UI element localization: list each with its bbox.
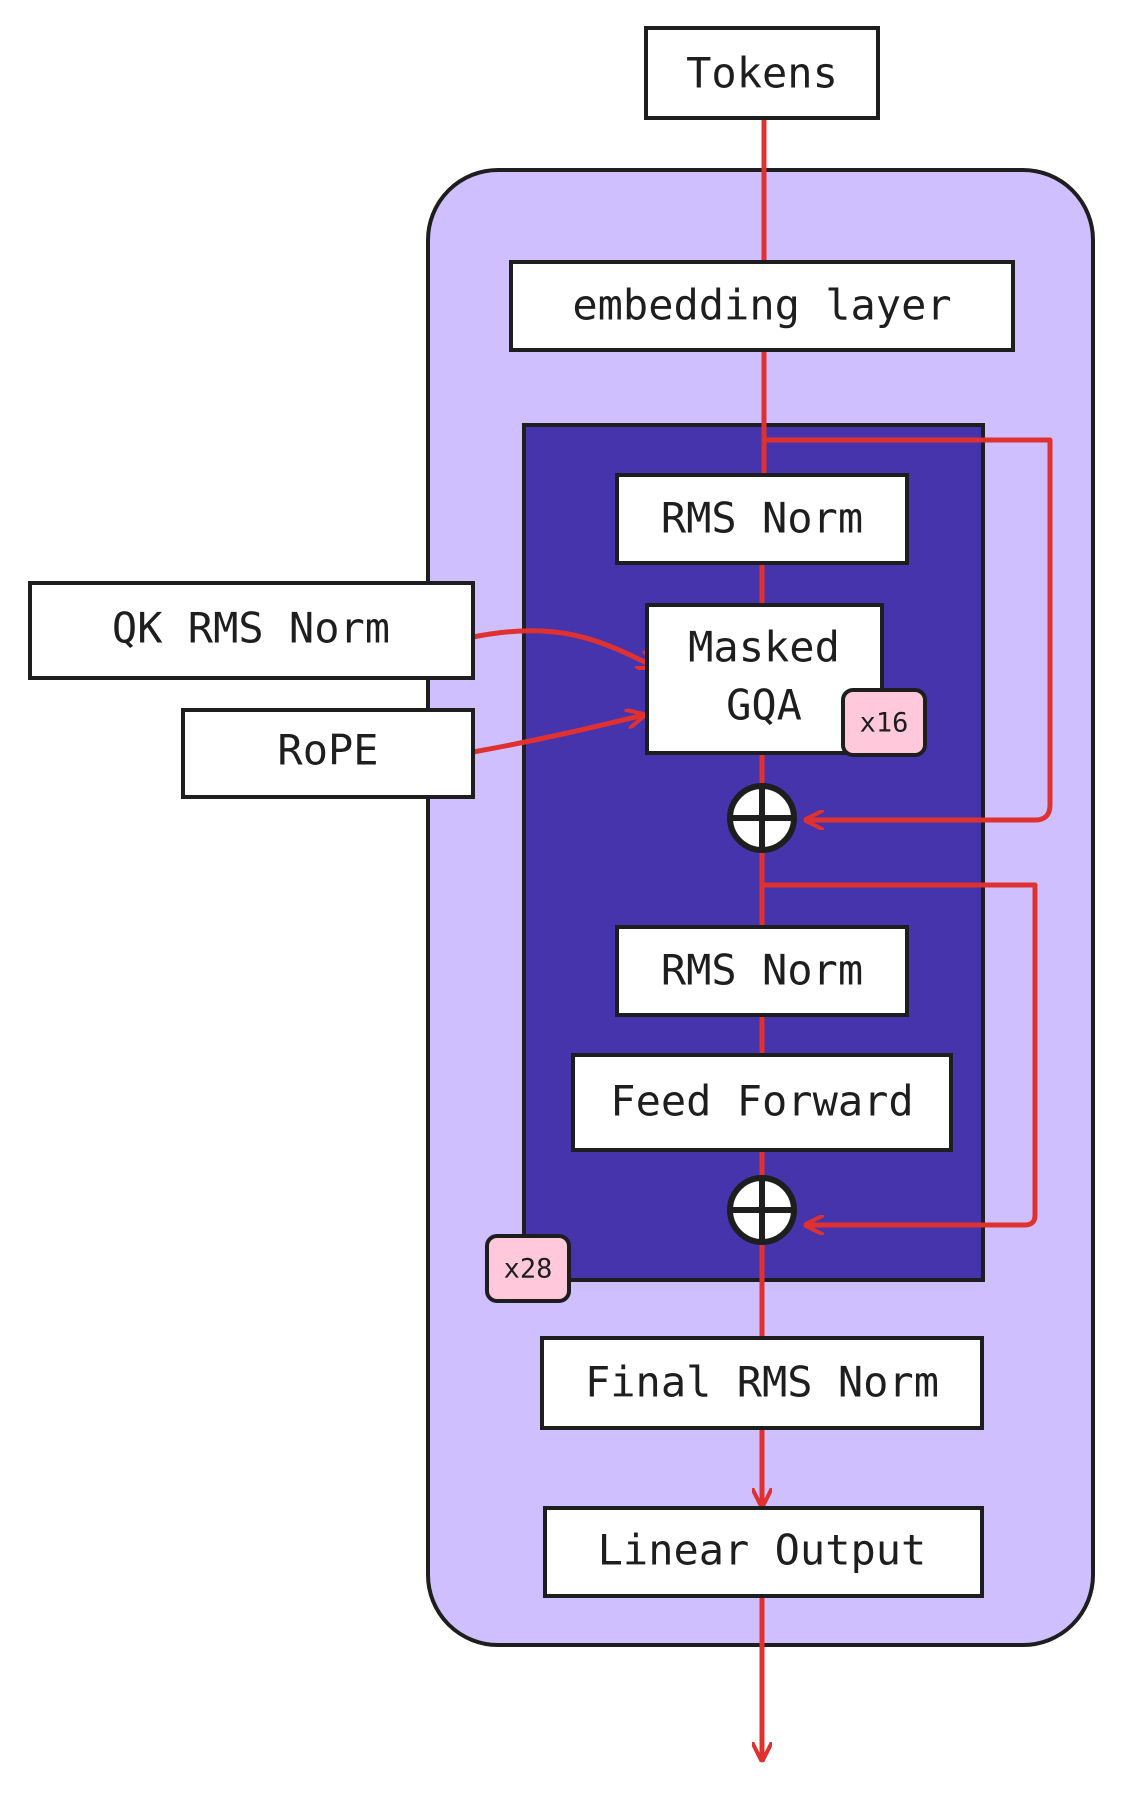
- rms-norm-1-node: RMS Norm: [615, 473, 909, 565]
- heads-badge-label: x16: [860, 708, 909, 739]
- linear-output-label: Linear Output: [598, 1526, 927, 1575]
- rms-norm-2-label: RMS Norm: [661, 946, 863, 995]
- residual-connection-1: [761, 437, 1053, 820]
- rope-arrow: [470, 715, 644, 755]
- embedding-layer-node: embedding layer: [509, 260, 1015, 352]
- qk-rms-norm-label: QK RMS Norm: [112, 604, 390, 653]
- residual-add-1-icon: [727, 783, 797, 853]
- layers-badge: x28: [485, 1234, 571, 1303]
- feed-forward-node: Feed Forward: [571, 1053, 953, 1152]
- feed-forward-label: Feed Forward: [610, 1077, 913, 1126]
- rms-norm-2-node: RMS Norm: [615, 925, 909, 1017]
- rope-node: RoPE: [181, 708, 475, 799]
- tokens-label: Tokens: [686, 49, 838, 98]
- qk-rms-norm-node: QK RMS Norm: [28, 581, 475, 680]
- tokens-node: Tokens: [644, 26, 880, 120]
- rope-label: RoPE: [277, 726, 378, 775]
- masked-gqa-label-line1: Masked: [688, 623, 840, 672]
- linear-output-node: Linear Output: [543, 1506, 984, 1598]
- masked-gqa-label-line2: GQA: [726, 681, 802, 730]
- final-rms-norm-node: Final RMS Norm: [540, 1336, 984, 1430]
- rms-norm-1-label: RMS Norm: [661, 494, 863, 543]
- residual-add-2-icon: [727, 1175, 797, 1245]
- residual-connection-2: [759, 882, 1038, 1225]
- main-flow: [762, 117, 764, 1763]
- layers-badge-label: x28: [504, 1254, 553, 1285]
- embedding-layer-label: embedding layer: [572, 281, 951, 330]
- heads-badge: x16: [841, 688, 927, 757]
- final-rms-norm-label: Final RMS Norm: [585, 1358, 939, 1407]
- qk-norm-arrow: [470, 628, 655, 667]
